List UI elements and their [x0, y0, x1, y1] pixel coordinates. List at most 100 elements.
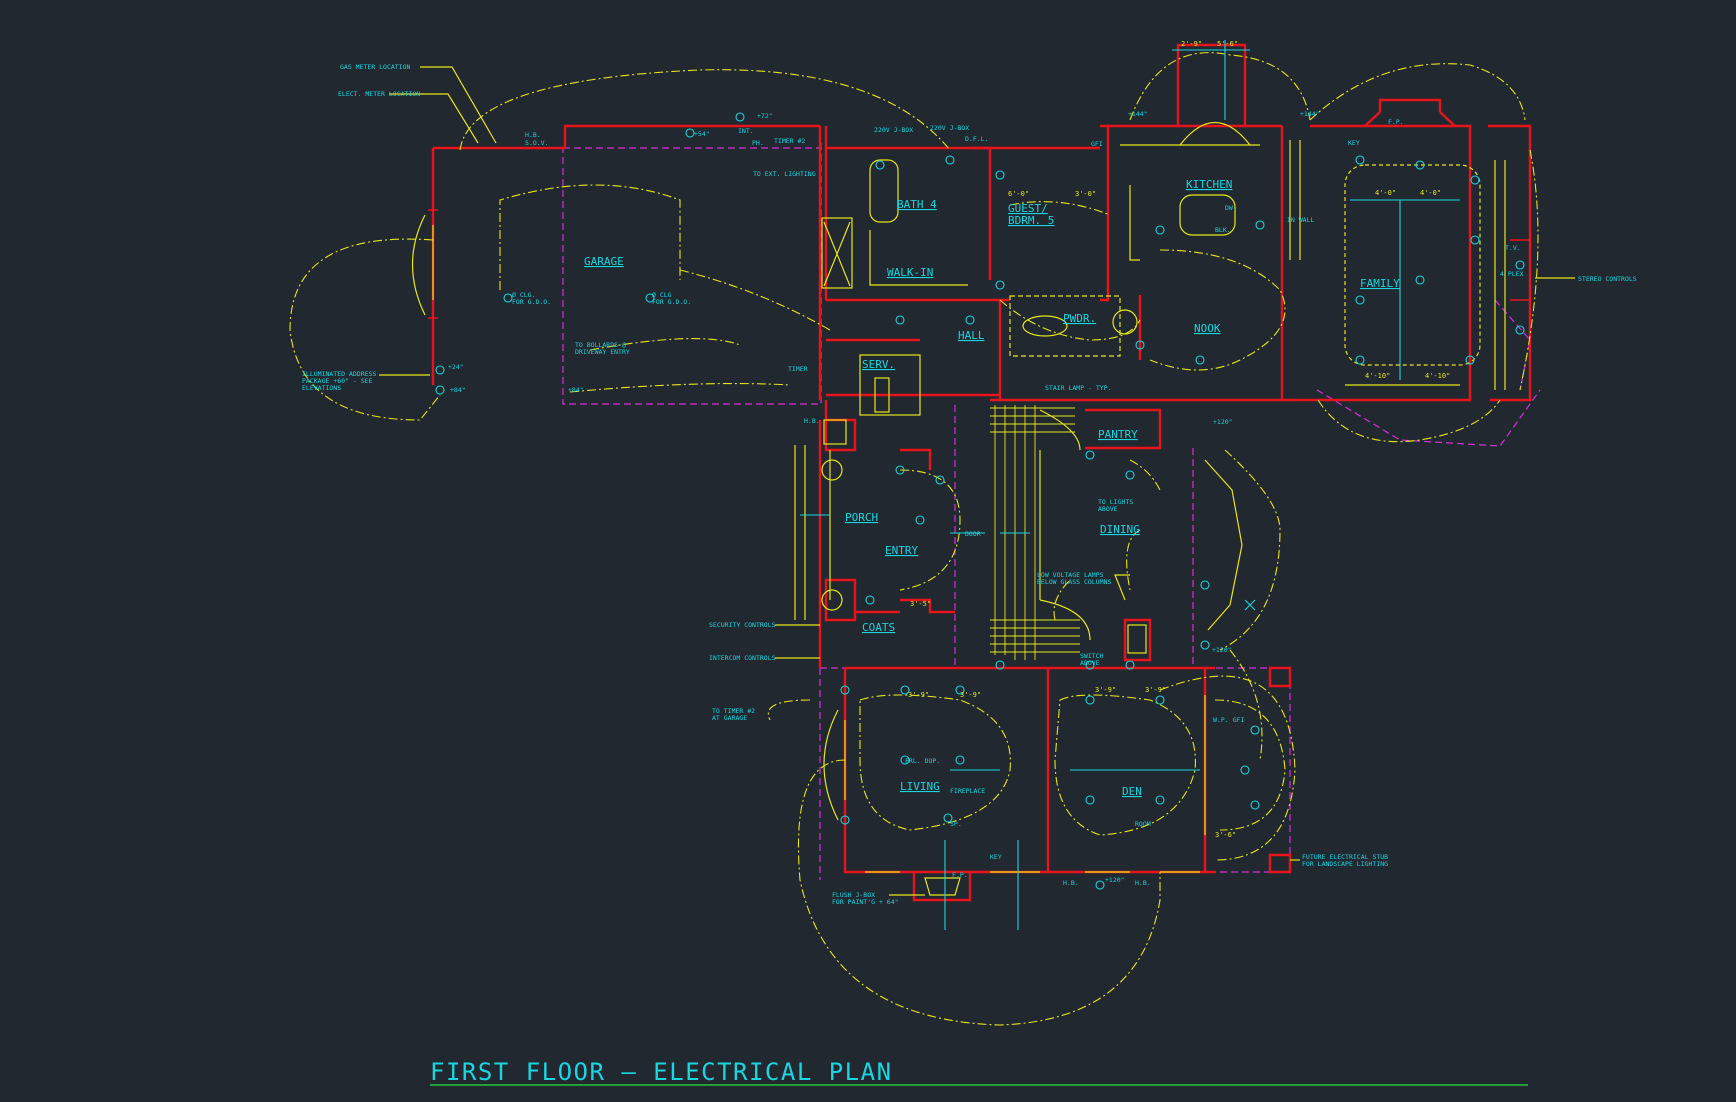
dim-entry: 3'-5"	[910, 600, 931, 608]
note-fp-living: F.P.	[952, 871, 968, 879]
dim-kitchen-fp-1: 2'-9"	[1181, 40, 1202, 48]
walls	[428, 43, 1532, 902]
note-int: INT.	[738, 127, 754, 135]
note-future-1: FUTURE ELECTRICAL STUB	[1302, 853, 1388, 861]
note-sp-living: SP.	[950, 820, 962, 828]
note-stereo: STEREO CONTROLS	[1578, 275, 1637, 283]
dim-den-2: 3'-9"	[1145, 686, 1166, 694]
wiring-runs	[289, 52, 1539, 1026]
dim-den-1: 3'-9"	[1095, 686, 1116, 694]
note-plus120-a: +120"	[1213, 418, 1233, 426]
room-label-coats: COATS	[862, 621, 895, 634]
note-4plex: 4 PLEX	[1500, 270, 1524, 278]
note-to-timer-1: TO TIMER #2	[712, 707, 755, 715]
note-timer: TIMER	[788, 365, 808, 373]
note-hb2: H.B.	[804, 417, 820, 425]
room-label-pwdr: PWDR.	[1063, 312, 1096, 325]
note-key-family: KEY	[1348, 139, 1360, 147]
note-bollards-2: DRIVEWAY ENTRY	[575, 348, 630, 356]
note-plus84-b: +84"	[568, 386, 584, 394]
note-security: SECURITY CONTROLS	[709, 621, 776, 629]
note-gas-meter: GAS METER LOCATION	[340, 63, 411, 71]
room-label-entry: ENTRY	[885, 544, 918, 557]
leader-lines	[379, 66, 1575, 896]
room-label-walkin: WALK-IN	[887, 266, 933, 279]
drawing-title: FIRST FLOOR — ELECTRICAL PLAN	[430, 1058, 893, 1086]
dim-family-4: 4'-10"	[1425, 372, 1450, 380]
room-label-pantry: PANTRY	[1098, 428, 1138, 441]
dim-terrace: 3'-6"	[1215, 831, 1236, 839]
note-elect-meter: ELECT. METER LOCATION	[338, 90, 420, 98]
note-blk: BLK.	[1215, 226, 1231, 234]
note-gdo2b: FOR G.D.O.	[652, 298, 691, 306]
note-220v-b: 220V J-BOX	[930, 124, 969, 132]
note-ext-lighting: TO EXT. LIGHTING	[753, 170, 816, 178]
note-flush-1: FLUSH J-BOX	[832, 891, 875, 899]
note-plus84-a: +84"	[450, 386, 466, 394]
room-label-kitchen: KITCHEN	[1186, 178, 1232, 191]
dim-family-1: 4'-0"	[1375, 189, 1396, 197]
note-gdo1b: FOR G.D.O.	[512, 298, 551, 306]
note-sov: S.O.V.	[525, 139, 548, 147]
note-fp-family: F.P.	[1388, 118, 1404, 126]
dim-living-2: 3'-9"	[960, 691, 981, 699]
note-dw: DW.	[1225, 204, 1237, 212]
dim-family-2: 4'-0"	[1420, 189, 1441, 197]
dim-guest-2: 3'-0"	[1075, 190, 1096, 198]
note-in-wall: IN WALL	[1287, 216, 1314, 224]
dim-family-3: 4'-10"	[1365, 372, 1390, 380]
note-220v-a: 220V J-BOX	[874, 126, 913, 134]
note-to-timer-2: AT GARAGE	[712, 714, 747, 722]
note-plus144-a: +144"	[1128, 110, 1148, 118]
fixtures	[435, 40, 1525, 930]
note-switch-above-1: SWITCH	[1080, 652, 1104, 660]
note-address-1: ILLUMINATED ADDRESS	[302, 370, 376, 378]
room-label-den: DEN	[1122, 785, 1142, 798]
note-address-2: PACKAGE +60" - SEE	[302, 377, 373, 385]
note-flush-2: FOR PAINT'G + 64"	[832, 898, 899, 906]
note-plus120-c: +120"	[1105, 876, 1125, 884]
note-gdo2a: Ø CLG	[652, 291, 672, 299]
room-label-serv: SERV.	[862, 358, 895, 371]
room-label-bdrm5: BDRM. 5	[1008, 214, 1054, 227]
notes: GAS METER LOCATION ELECT. METER LOCATION…	[302, 63, 1637, 906]
note-room-den: ROOM	[1135, 820, 1151, 828]
note-timer2: TIMER #2	[774, 137, 805, 145]
note-future-2: FOR LANDSCAPE LIGHTING	[1302, 860, 1388, 868]
note-low-voltage-2: BELOW GLASS COLUMNS	[1037, 578, 1111, 586]
room-label-guest: GUEST/	[1008, 202, 1048, 215]
room-labels: GARAGE BATH 4 WALK-IN GUEST/ BDRM. 5 KIT…	[584, 178, 1400, 798]
note-hb4: H.B.	[1135, 879, 1151, 887]
note-plus120-b: +120"	[1212, 646, 1232, 654]
note-lights-above-1: TO LIGHTS	[1098, 498, 1133, 506]
room-label-nook: NOOK	[1194, 322, 1221, 335]
note-gfi: GFI	[1091, 140, 1103, 148]
note-hb3: H.B.	[1063, 879, 1079, 887]
dashed-outlines	[562, 143, 1541, 880]
room-label-porch: PORCH	[845, 511, 878, 524]
room-label-dining: DINING	[1100, 523, 1140, 536]
note-intercom: INTERCOM CONTROLS	[709, 654, 776, 662]
note-tv: T.V.	[1505, 244, 1521, 252]
note-plus54: +54"	[694, 130, 710, 138]
room-label-garage: GARAGE	[584, 255, 624, 268]
note-bollards-1: TO BOLLARDS @	[575, 341, 626, 349]
note-address-3: ELEVATIONS	[302, 384, 341, 392]
room-label-hall: HALL	[958, 329, 985, 342]
note-gdo1a: Ø CLG.	[512, 291, 535, 299]
note-door: DOOR	[965, 530, 981, 538]
note-plus24: +24"	[448, 363, 464, 371]
casework-and-stairs	[412, 121, 1506, 896]
note-stair-lamp: STAIR LAMP - TYP.	[1045, 384, 1112, 392]
note-plus72: +72"	[757, 112, 773, 120]
note-low-voltage-1: LOW VOLTAGE LAMPS	[1037, 571, 1104, 579]
dimensions: 2'-9" 5'-6" 6'-0" 3'-0" 4'-0" 4'-0" 4'-1…	[908, 40, 1450, 839]
room-label-living: LIVING	[900, 780, 940, 793]
note-fl-dup-living: FRL. DUP.	[905, 757, 940, 765]
dim-living-1: 3'-9"	[908, 691, 929, 699]
note-lights-above-2: ABOVE	[1098, 505, 1118, 513]
room-label-bath4: BATH 4	[897, 198, 937, 211]
dim-kitchen-fp-2: 5'-6"	[1217, 40, 1238, 48]
note-plus144-b: +144"	[1300, 110, 1320, 118]
